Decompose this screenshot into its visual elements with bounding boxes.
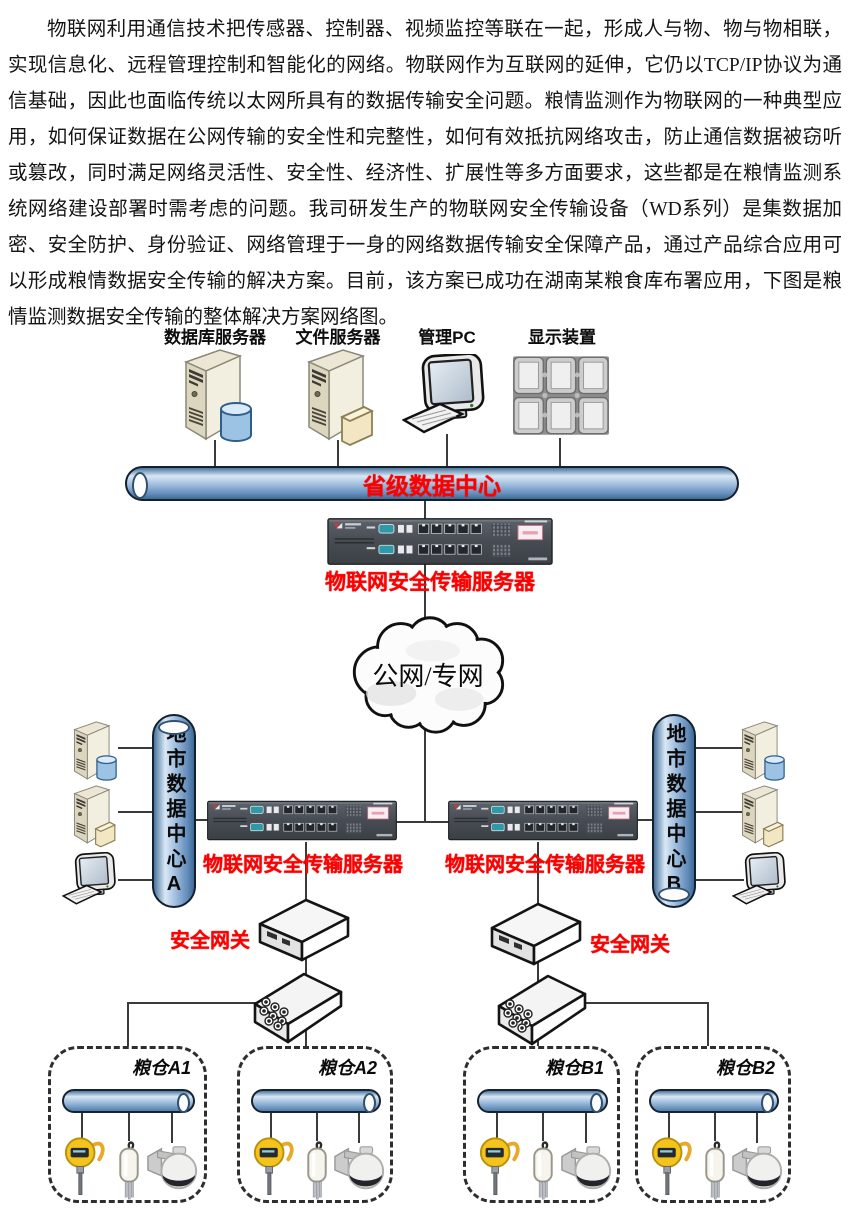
- pipe-end-cap: [132, 472, 148, 499]
- granary-box-a2: 粮仓A2: [237, 1046, 393, 1203]
- humidity-sensor-icon: [702, 1137, 728, 1201]
- humidity-sensor-icon: [116, 1137, 142, 1201]
- provincial-backbone-pipe: 省级数据中心: [125, 466, 739, 501]
- city-center-b-pipe-label: 地市数据中心B: [663, 722, 685, 900]
- temp-sensor-icon: [63, 1133, 105, 1199]
- file-server-icon: [302, 347, 380, 447]
- display-wall-label: 显示装置: [528, 328, 596, 347]
- city-center-b-pipe: 地市数据中心B: [652, 714, 696, 908]
- mgmt-pc-label: 管理PC: [418, 328, 476, 347]
- provincial-pipe-label: 省级数据中心: [363, 472, 501, 499]
- granary-box-a1: 粮仓A1: [48, 1046, 207, 1203]
- display-wall-icon: [512, 355, 610, 438]
- gateway-b-label: 安全网关: [590, 934, 670, 956]
- granary-box-b2: 粮仓B2: [635, 1046, 791, 1203]
- iot-server-a-label: 物联网安全传输服务器: [203, 854, 403, 876]
- granary-box-b1: 粮仓B1: [463, 1046, 620, 1203]
- cloud-label: 公网/专网: [372, 662, 484, 691]
- camera-icon: [333, 1141, 387, 1199]
- temp-sensor-icon: [478, 1133, 520, 1199]
- granary-b2-pipe: [649, 1089, 779, 1113]
- granary-a2-pipe: [251, 1089, 381, 1113]
- camera-icon: [146, 1141, 200, 1199]
- granary-b1-pipe: [477, 1089, 608, 1113]
- temp-sensor-icon: [650, 1133, 692, 1199]
- city-center-a-pipe: 地市数据中心A: [152, 714, 196, 908]
- db-server-icon: [738, 720, 788, 784]
- switch-a-icon: [252, 966, 344, 1044]
- iot-server-icon: [323, 518, 557, 565]
- file-server-icon: [70, 784, 120, 848]
- file-server-label: 文件服务器: [295, 328, 381, 347]
- iot-server-a-icon: [207, 799, 397, 842]
- switch-b-icon: [496, 968, 588, 1046]
- db-server-icon: [179, 347, 257, 447]
- file-server-icon: [738, 784, 788, 848]
- granary-a1-label: 粮仓A1: [131, 1058, 191, 1078]
- pipe-end-cap: [158, 720, 190, 735]
- db-server-label: 数据库服务器: [164, 328, 266, 347]
- granary-a2-label: 粮仓A2: [317, 1058, 377, 1078]
- intro-paragraph: 物联网利用通信技术把传感器、控制器、视频监控等联在一起，形成人与物、物与物相联，…: [8, 19, 842, 328]
- mgmt-pc-icon: [402, 354, 494, 434]
- iot-server-b-label: 物联网安全传输服务器: [445, 854, 645, 876]
- gateway-b-icon: [488, 898, 584, 968]
- pc-icon: [732, 852, 792, 906]
- iot-server-b-icon: [448, 799, 638, 842]
- camera-icon: [560, 1141, 614, 1199]
- iot-server-top-label: 物联网安全传输服务器: [325, 571, 535, 594]
- temp-sensor-icon: [252, 1133, 294, 1199]
- pc-icon: [62, 852, 122, 906]
- pipe-end-cap: [658, 887, 690, 902]
- gateway-a-label: 安全网关: [170, 930, 250, 952]
- granary-b1-label: 粮仓B1: [544, 1058, 604, 1078]
- humidity-sensor-icon: [304, 1137, 330, 1201]
- granary-a1-pipe: [62, 1089, 195, 1113]
- gateway-a-icon: [256, 894, 352, 964]
- humidity-sensor-icon: [530, 1137, 556, 1201]
- db-server-icon: [70, 720, 120, 784]
- granary-b2-label: 粮仓B2: [715, 1058, 775, 1078]
- camera-icon: [731, 1141, 785, 1199]
- city-center-a-pipe-label: 地市数据中心A: [163, 722, 185, 900]
